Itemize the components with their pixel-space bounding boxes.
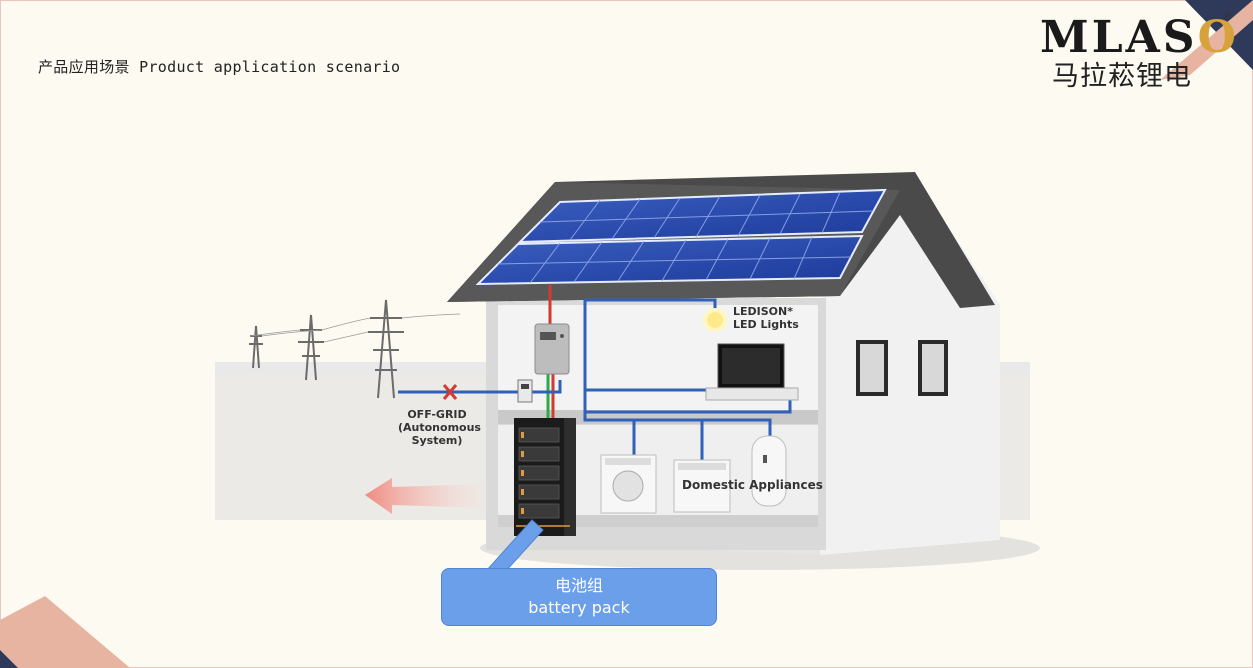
battery-pack-icon — [514, 418, 576, 536]
meter-icon — [517, 379, 533, 403]
off-grid-label: OFF-GRID (Autonomous System) — [398, 408, 481, 447]
inverter-icon — [534, 323, 570, 375]
disconnected-icon — [442, 384, 458, 400]
power-tower-icon — [249, 299, 404, 399]
brand-logo: MLASO ® 马拉菘锂电 — [1040, 10, 1240, 92]
logo-wordmark: MLASO — [1040, 12, 1239, 63]
tv-icon — [705, 343, 799, 401]
logo-subtitle: 马拉菘锂电 — [1052, 61, 1192, 92]
water-heater-icon — [751, 435, 787, 507]
solar-panel-icon — [475, 188, 887, 286]
registered-mark: ® — [1222, 10, 1233, 23]
callout-en: battery pack — [528, 598, 630, 617]
corner-decoration-bottom-left — [0, 596, 130, 668]
off-grid-label-line1: OFF-GRID — [407, 408, 467, 421]
corner-decoration-top-right — [1160, 0, 1253, 80]
off-grid-label-line3: System) — [411, 434, 463, 447]
energy-output-arrow-icon — [365, 478, 486, 514]
led-lights-label: LEDISON* LED Lights — [733, 305, 799, 331]
led-lights-label-line2: LED Lights — [733, 318, 799, 331]
callout-zh: 电池组 — [554, 576, 603, 595]
dryer-icon — [673, 459, 731, 513]
led-lights-label-line1: LEDISON* — [733, 305, 793, 318]
appliances-label: Domestic Appliances — [682, 478, 823, 492]
battery-pack-callout: 电池组 battery pack — [441, 568, 717, 626]
washing-machine-icon — [600, 454, 657, 514]
off-grid-label-line2: (Autonomous — [398, 421, 481, 434]
led-light-icon — [703, 308, 727, 332]
page-title: 产品应用场景 Product application scenario — [38, 58, 401, 76]
